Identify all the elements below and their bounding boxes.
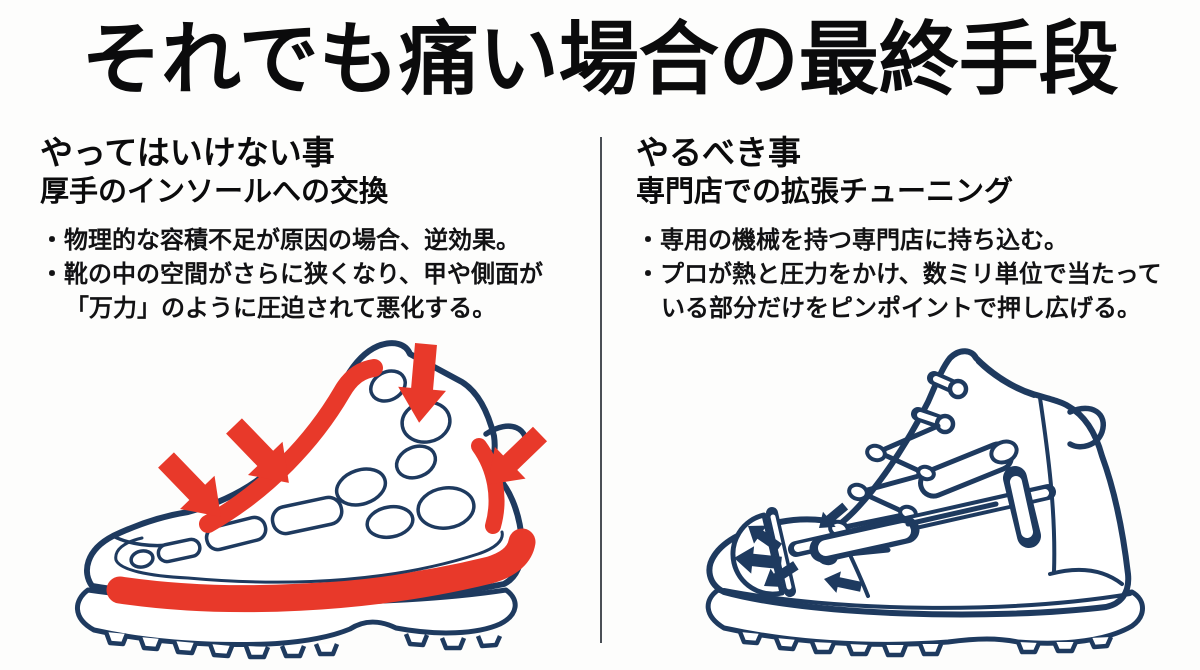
divider-line (600, 137, 602, 643)
bullet-line: ・プロが熱と圧力をかけ、数ミリ単位で当たって (636, 261, 1162, 288)
dont-bullet-list: ・物理的な容積不足が原因の場合、逆効果。 ・靴の中の空間がさらに狭くなり、甲や側… (40, 224, 580, 326)
bullet-line-continuation: いる部分だけをピンポイントで押し広げる。 (661, 295, 1141, 322)
boot-cross-section-bones-icon (58, 338, 620, 670)
bullet-line: ・靴の中の空間がさらに狭くなり、甲や側面が (40, 261, 544, 288)
tread-lugs (103, 631, 503, 660)
bullet-line-continuation: 「万力」のように圧迫されて悪化する。 (65, 295, 497, 322)
bullet-line: ・物理的な容積不足が原因の場合、逆効果。 (40, 227, 520, 254)
red-instep-pressure-band (199, 359, 383, 533)
do-heading: やるべき事 (636, 134, 801, 171)
do-subheading: 専門店での拡張チューニング (636, 176, 1014, 208)
bullet-line: ・専用の機械を持つ専門店に持ち込む。 (636, 227, 1068, 254)
do-panel: やるべき事 専門店での拡張チューニング ・専用の機械を持つ専門店に持ち込む。 ・… (636, 132, 1176, 326)
dont-panel: やってはいけない事 厚手のインソールへの交換 ・物理的な容積不足が原因の場合、逆… (40, 132, 580, 326)
footbed-line (114, 530, 504, 584)
panel-seams (722, 360, 1132, 610)
heel-pull-loop (1067, 405, 1106, 450)
dont-boot-svg (75, 340, 556, 660)
dont-subheading: 厚手のインソールへの交換 (40, 176, 389, 208)
tread-lugs (737, 631, 1114, 658)
red-heel-pressure-band (471, 438, 505, 534)
boot-with-stretcher-tool-icon (688, 342, 1158, 664)
lace-hooks (911, 371, 1019, 499)
thick-red-insole (106, 528, 536, 613)
do-boot-svg (705, 348, 1145, 658)
do-bullet-list: ・専用の機械を持つ専門店に持ち込む。 ・プロが熱と圧力をかけ、数ミリ単位で当たっ… (636, 224, 1176, 326)
stretcher-rod-and-handle (788, 466, 1056, 563)
dont-heading: やってはいけない事 (40, 134, 335, 171)
page-title: それでも痛い場合の最終手段 (81, 15, 1119, 104)
